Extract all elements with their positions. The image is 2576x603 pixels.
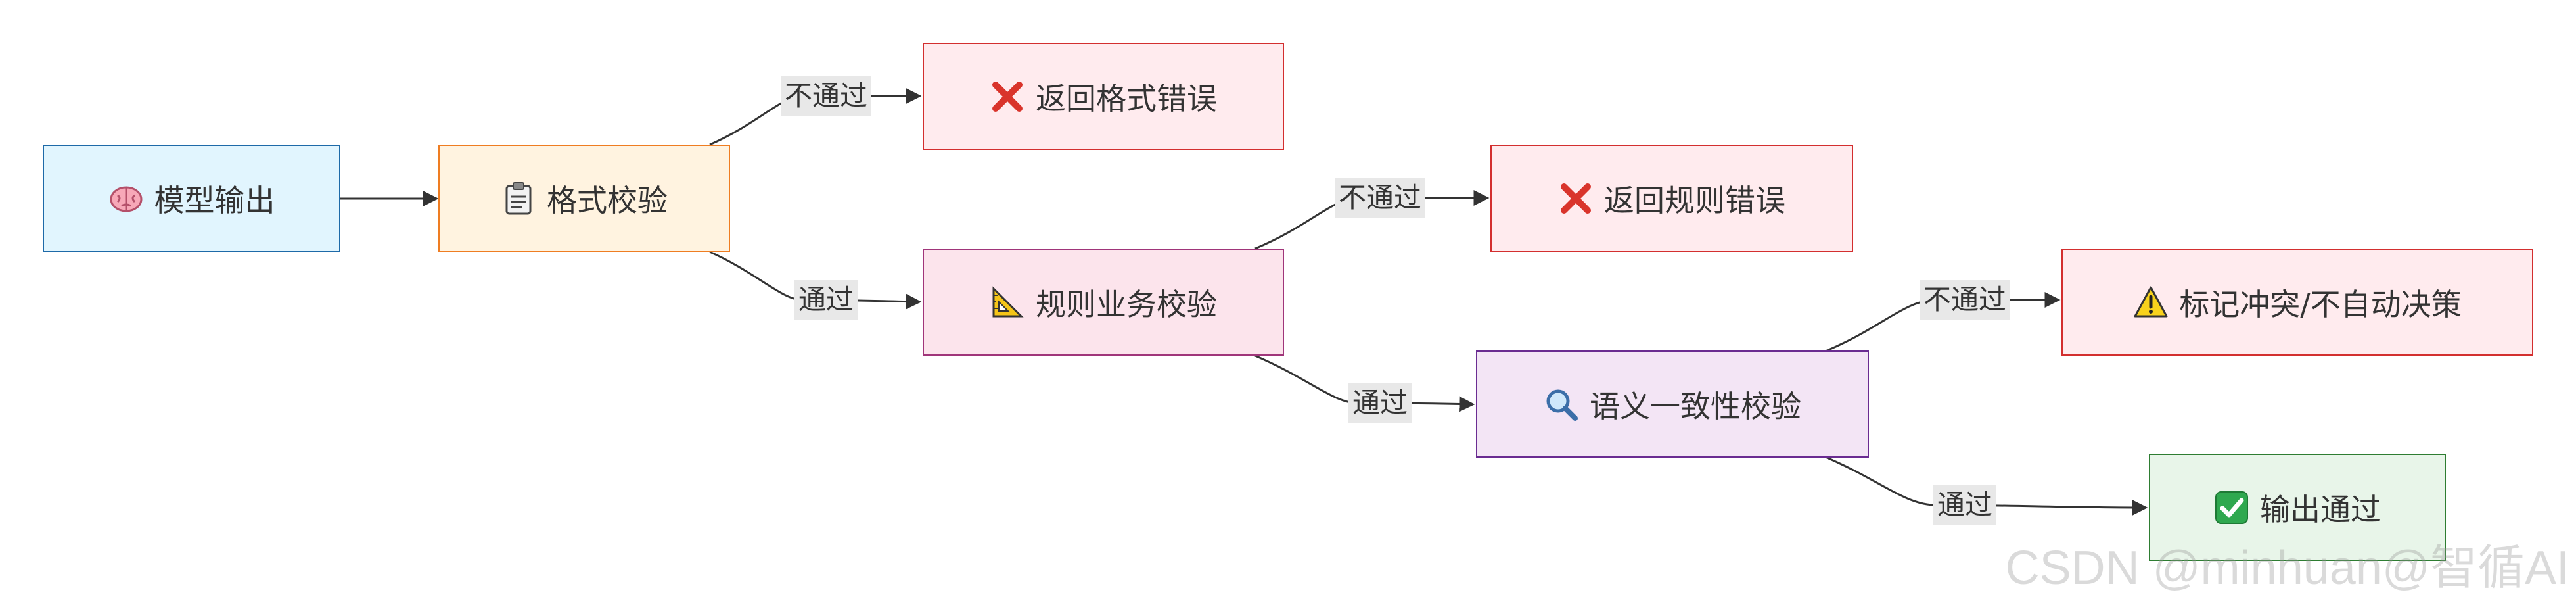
- edge-label-rule-fail: 不通过: [1334, 178, 1426, 218]
- brain-icon: [108, 181, 144, 216]
- node-label: 输出通过: [2260, 491, 2381, 527]
- node-rule-check: 规则业务校验: [923, 249, 1284, 356]
- node-model-output: 模型输出: [43, 145, 340, 252]
- node-label: 规则业务校验: [1036, 286, 1217, 322]
- node-label: 标记冲突/不自动决策: [2179, 286, 2462, 322]
- node-format-error: 返回格式错误: [923, 43, 1284, 150]
- cross-mark-icon: [1558, 181, 1594, 216]
- node-label: 模型输出: [154, 182, 275, 218]
- node-rule-error: 返回规则错误: [1490, 145, 1853, 252]
- cross-mark-icon: [990, 79, 1025, 114]
- triangle-ruler-icon: [990, 285, 1025, 320]
- edge-label-rule-pass: 通过: [1348, 383, 1412, 423]
- clipboard-icon: [501, 181, 536, 216]
- node-label: 返回格式错误: [1036, 80, 1217, 116]
- edge-label-semantic-pass: 通过: [1933, 485, 1997, 525]
- node-label: 格式校验: [547, 182, 668, 218]
- node-label: 返回规则错误: [1604, 182, 1785, 218]
- edge-label-format-fail: 不通过: [780, 76, 872, 116]
- watermark: CSDN @minhuan@智循AI: [2005, 542, 2569, 594]
- node-semantic-check: 语义一致性校验: [1476, 350, 1869, 458]
- edge-label-semantic-fail: 不通过: [1919, 280, 2011, 320]
- warning-icon: [2133, 285, 2169, 320]
- node-pass-output: 输出通过: [2149, 454, 2446, 561]
- node-conflict: 标记冲突/不自动决策: [2061, 249, 2533, 356]
- magnifier-icon: [1544, 387, 1579, 422]
- node-label: 语义一致性校验: [1590, 388, 1801, 424]
- node-format-check: 格式校验: [438, 145, 730, 252]
- edge-label-format-pass: 通过: [794, 280, 858, 320]
- check-mark-icon: [2214, 490, 2249, 525]
